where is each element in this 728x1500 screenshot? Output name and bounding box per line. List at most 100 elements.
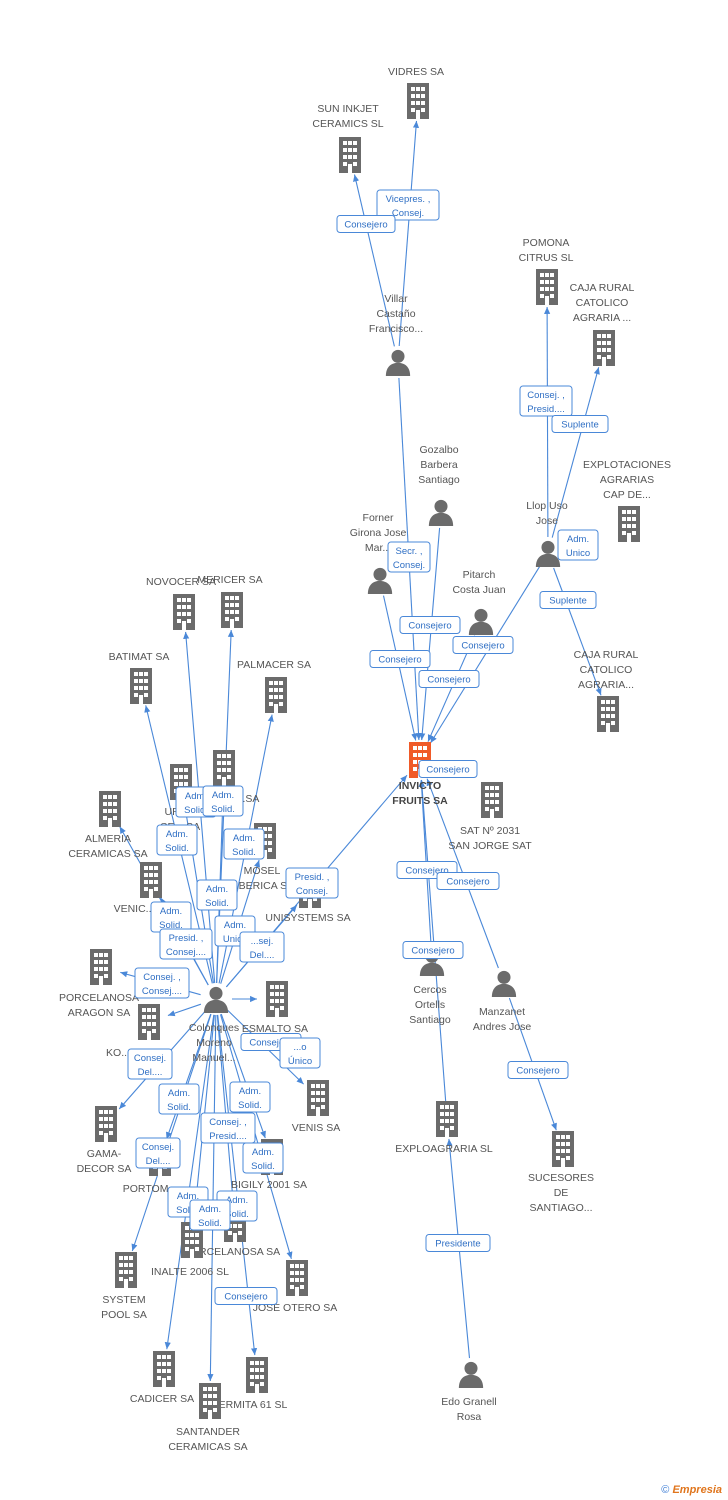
relation-label[interactable]: Consej.Del.... [135,1137,181,1169]
node-cajarural1[interactable]: CAJA RURALCATOLICOAGRARIA ... [570,282,635,366]
node-palmacer[interactable]: PALMACER SA [237,659,311,713]
relation-label[interactable]: Consej.Del.... [127,1048,173,1080]
node-mericer[interactable]: MERICER SA [197,574,263,628]
relation-label[interactable]: Vicepres. ,Consej. [376,189,440,221]
footer-brand[interactable]: © Empresia [661,1484,722,1496]
node-portom[interactable]: PORTOM... [123,1140,177,1195]
relation-label-box [242,1142,284,1174]
node-label: GAMA- [87,1148,122,1160]
relation-label[interactable]: Suplente [551,415,609,433]
node-inalte[interactable]: INALTE 2006 SL [151,1222,229,1278]
relation-label[interactable]: Consej. ,Consej.... [134,967,190,999]
node-vidres[interactable]: VIDRES SA [388,66,444,119]
relation-label[interactable]: Consejero [402,941,464,959]
node-label: CAJA RURAL [570,282,635,294]
relation-label-text: Adm. [160,906,182,917]
relation-label[interactable]: Presid. ,Consej. [285,867,339,899]
node-label: PORCELANOSA [59,992,139,1004]
node-sucesores[interactable]: SUCESORESDESANTIAGO... [528,1131,594,1214]
relation-label-text: Solid. [159,920,183,931]
relation-label[interactable]: Adm.Solid. [189,1199,231,1231]
relation-label[interactable]: Consejero [436,872,500,890]
node-bigily[interactable]: BIGILY 2001 SA [231,1139,307,1191]
relation-label[interactable]: Consejero [336,215,396,233]
relation-label[interactable]: Presidente [425,1234,491,1252]
building-icon [95,1106,117,1142]
node-label: FRUITS SA [392,795,448,807]
node-unisystems[interactable]: UNISYSTEMS SA [265,872,351,924]
relation-label[interactable]: Adm.Solid. [242,1142,284,1174]
relation-label[interactable]: Adm.Solid. [229,1081,271,1113]
node-gama[interactable]: GAMA-DECOR SA [77,1106,132,1175]
relation-label[interactable]: Adm.Solid. [223,828,265,860]
relation-label[interactable]: Consej. ,Presid.... [519,385,573,417]
node-ermita[interactable]: ERMITA 61 SL [219,1357,288,1411]
node-venicer[interactable]: VENIC... [114,862,162,915]
node-label: SAN JORGE SAT [448,840,532,852]
node-villar[interactable]: VillarCastañoFrancisco... [369,293,423,376]
node-label: SANTANDER [176,1426,240,1438]
building-icon [307,1080,329,1116]
node-colonques[interactable]: ColonquesMorenoManuel... [189,986,239,1064]
relation-label[interactable]: Consejero [418,760,478,778]
relation-label-text: Solid. [238,1100,262,1111]
edge-llop-to-cajarural1 [551,367,600,538]
node-label: SANTIAGO... [529,1202,592,1214]
node-label: Villar [384,293,408,305]
relation-label[interactable]: Consejero [418,670,480,688]
node-ko[interactable]: KO... [106,1004,160,1059]
brand-logo-text: Empresia [672,1484,722,1496]
node-mosel[interactable]: MOSEL...BERICA SA [230,823,294,892]
node-porcelanosa[interactable]: PORCELANOSA SA [184,1206,280,1258]
node-exploagraria[interactable]: EXPLOAGRARIA SL [395,1101,493,1155]
relation-label-box [551,415,609,433]
node-cadicer[interactable]: CADICER SA [130,1351,194,1405]
node-novocer[interactable]: NOVOCER SA [146,576,216,630]
node-cajarural2[interactable]: CAJA RURALCATOLICOAGRARIA... [574,649,639,732]
relation-label[interactable]: Consej. ,Presid.... [200,1112,256,1144]
relation-label[interactable]: Adm.Solid. [196,879,238,911]
relation-label-text: ...sej. [251,936,274,947]
node-label: CERAMICS SL [312,118,383,130]
node-esmalto[interactable]: ESMALTO SA [242,981,308,1035]
node-label: Barbera [420,459,458,471]
relation-label[interactable]: ...sej.Del.... [239,931,285,963]
node-venis[interactable]: VENIS SA [292,1080,340,1134]
relation-label[interactable]: Consejero [369,650,431,668]
relation-label[interactable]: Adm.Solid. [156,824,198,856]
person-icon [203,986,229,1013]
building-icon [213,750,235,786]
relation-label[interactable]: Consejero [507,1061,569,1079]
relation-label[interactable]: Adm. Solid. [150,901,192,933]
building-icon [199,1383,221,1419]
relation-label[interactable]: Adm.Solid. [202,785,244,817]
node-batimat[interactable]: BATIMAT SA [109,651,170,704]
relation-label[interactable]: Consejero [399,616,461,634]
relation-label[interactable]: Presid. ,Consej.... [159,928,213,960]
relation-label[interactable]: Consejero [214,1287,278,1305]
relation-label-text: Presid.... [209,1131,247,1142]
relation-label[interactable]: Adm.Unico [557,529,599,561]
relation-label[interactable]: Secr. ,Consej. [387,541,431,573]
relation-label[interactable]: Adm.Solid. [158,1083,200,1115]
relation-label-text: Consejero [516,1066,559,1077]
relation-label[interactable]: Suplente [539,591,597,609]
relation-label[interactable]: Consejero [452,636,514,654]
